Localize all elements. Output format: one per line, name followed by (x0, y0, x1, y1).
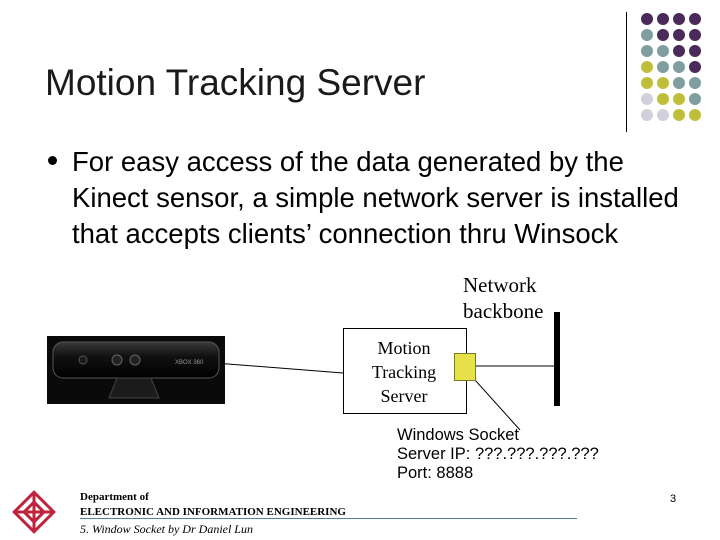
decorative-dot (673, 45, 685, 57)
decorative-dot (641, 13, 653, 25)
decorative-dot (641, 45, 653, 57)
decorative-dot (641, 29, 653, 41)
decorative-dot (673, 109, 685, 121)
server-label: Motion Tracking Server (343, 336, 465, 408)
decorative-dot (673, 77, 685, 89)
kinect-sensor-image: XBOX 360 (47, 336, 225, 404)
decorative-dot (673, 13, 685, 25)
decorative-dot (641, 77, 653, 89)
decorative-dot (657, 109, 669, 121)
decorative-dot (641, 109, 653, 121)
socket-line3: Port: 8888 (397, 464, 474, 482)
decorative-dot-grid (641, 13, 701, 121)
decorative-dot (689, 29, 701, 41)
server-label-line2: Tracking (371, 362, 437, 382)
socket-line2: Server IP: ???.???.???.??? (397, 445, 599, 463)
decorative-dot (673, 29, 685, 41)
decorative-dot (657, 61, 669, 73)
decorative-dot (657, 29, 669, 41)
decorative-dot (657, 93, 669, 105)
socket-line1: Windows Socket (397, 426, 519, 444)
decorative-dot (689, 13, 701, 25)
network-label-line1: Network (463, 273, 537, 297)
decorative-dot (673, 93, 685, 105)
network-label-line2: backbone (463, 299, 544, 323)
page-number: 3 (670, 493, 677, 505)
decorative-dot (657, 77, 669, 89)
footer-department: Department of ELECTRONIC AND INFORMATION… (80, 490, 346, 520)
bullet-icon (48, 156, 57, 165)
decorative-dot (689, 45, 701, 57)
decorative-dot (657, 45, 669, 57)
bullet-text: For easy access of the data generated by… (72, 146, 679, 249)
decorative-dot (689, 109, 701, 121)
slide-title: Motion Tracking Server (45, 62, 426, 103)
decorative-dot (641, 61, 653, 73)
decorative-dot (641, 93, 653, 105)
windows-socket-info: Windows Socket Server IP: ???.???.???.??… (397, 426, 599, 483)
server-label-line1: Motion (377, 338, 431, 358)
network-backbone-bar (554, 312, 560, 406)
decorative-dot (689, 77, 701, 89)
socket-port-square (454, 353, 476, 381)
server-label-line3: Server (380, 386, 428, 406)
footer-dept-line2: ELECTRONIC AND INFORMATION ENGINEERING (80, 506, 346, 518)
university-logo-icon (12, 490, 56, 534)
footer-divider (80, 518, 577, 519)
decorative-dot (689, 93, 701, 105)
kinect-brand-text: XBOX 360 (175, 360, 204, 366)
title-divider-line (626, 12, 627, 132)
footer-subtitle: 5. Window Socket by Dr Daniel Lun (80, 522, 253, 536)
footer-dept-line1: Department of (80, 491, 149, 503)
decorative-dot (673, 61, 685, 73)
network-backbone-label: Network backbone (463, 272, 543, 324)
decorative-dot (657, 13, 669, 25)
decorative-dot (689, 61, 701, 73)
